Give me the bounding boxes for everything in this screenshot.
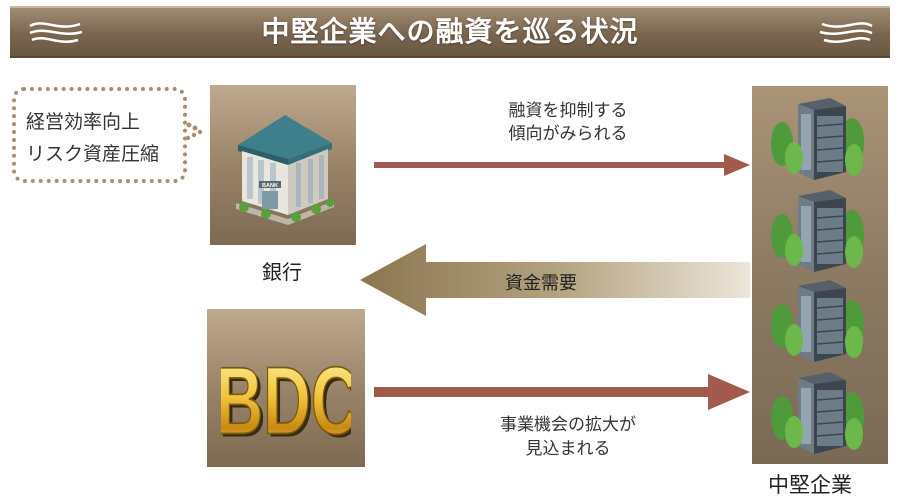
capital-demand-arrow <box>360 244 750 316</box>
bank-sign: BANK <box>262 183 278 189</box>
lending-arrow-text-line2: 傾向がみられる <box>508 124 628 144</box>
swirl-ornament-left-icon <box>29 22 83 43</box>
swirl-ornament-right-icon <box>819 22 873 43</box>
bank-label: 銀行 <box>262 260 302 284</box>
company-label: 中堅企業 <box>768 473 852 497</box>
bdc-arrow-text-line1: 事業機会の拡大が <box>500 415 636 435</box>
lending-arrow-text-line1: 融資を抑制する <box>508 101 628 121</box>
bank-panel: BANK <box>210 85 356 245</box>
speech-bubble-tail <box>185 122 203 141</box>
page-title: 中堅企業への融資を巡る状況 <box>261 15 639 48</box>
bank-building-icon: BANK <box>236 115 334 225</box>
speech-bubble: 経営効率向上 リスク資産圧縮 <box>12 87 187 183</box>
bdc-lending-arrow <box>374 374 750 410</box>
company-panel <box>752 86 888 464</box>
bubble-line-risk-assets: リスク資産圧縮 <box>26 143 160 165</box>
capital-demand-label: 資金需要 <box>505 273 577 294</box>
bdc-logo-text: BDC <box>221 348 351 449</box>
bdc-arrow-text-line2: 見込まれる <box>525 439 611 459</box>
office-buildings-icon <box>770 97 865 455</box>
svg-text:BDC: BDC <box>221 351 351 449</box>
lending-arrow <box>374 154 750 176</box>
bubble-line-efficiency: 経営効率向上 <box>26 111 141 133</box>
bdc-panel: BDC BDC <box>207 309 365 467</box>
bdc-logo: BDC BDC <box>221 348 351 449</box>
title-banner: 中堅企業への融資を巡る状況 <box>10 6 890 58</box>
